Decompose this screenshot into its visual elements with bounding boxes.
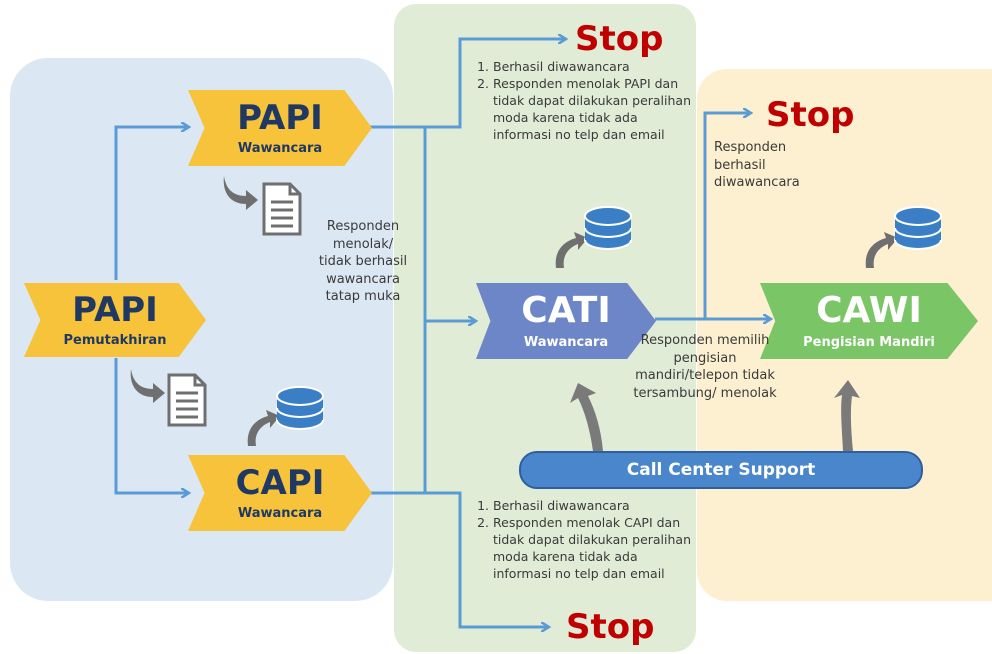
note-capi-outcomes: Berhasil diwawancara Responden menolak C… <box>473 497 693 582</box>
stop-top: Stop <box>575 19 664 59</box>
cati-subtitle: Wawancara <box>523 334 609 350</box>
call-center-support-bar: Call Center Support <box>519 451 923 489</box>
papi-wawancara-node: PAPI Wawancara <box>188 90 372 166</box>
note-capi-item-2: Responden menolak CAPI dan tidak dapat d… <box>493 514 693 582</box>
cawi-subtitle: Pengisian Mandiri <box>803 334 935 350</box>
arrow-to-papi <box>114 127 188 280</box>
papi-pemutakhiran-title: PAPI <box>72 289 158 330</box>
curved-arrow-icon <box>223 176 258 210</box>
papi-wawancara-subtitle: Wawancara <box>237 140 323 156</box>
arrow-papi-out <box>370 39 565 129</box>
capi-wawancara-node: CAPI Wawancara <box>188 455 372 531</box>
curved-arrow-icon <box>130 369 165 403</box>
database-icon <box>865 206 942 268</box>
papi-pemutakhiran-node: PAPI Pemutakhiran <box>24 283 206 357</box>
database-icon <box>247 386 324 446</box>
curved-arrow-icon <box>247 410 280 446</box>
papi-pemutakhiran-subtitle: Pemutakhiran <box>63 332 167 348</box>
note-cawi-success: Responden berhasil diwawancara <box>714 140 800 190</box>
stop-right: Stop <box>766 95 855 135</box>
cati-title: CATI <box>521 289 611 331</box>
arrow-capi-out <box>370 491 548 627</box>
call-center-support-label: Call Center Support <box>626 460 816 480</box>
cati-node: CATI Wawancara <box>476 283 656 359</box>
curved-arrow-icon <box>865 232 898 268</box>
support-arrow-cati <box>570 383 603 451</box>
note-papi-item-1: Berhasil diwawancara <box>493 58 693 75</box>
note-papi-outcomes: Berhasil diwawancara Responden menolak P… <box>473 58 693 143</box>
database-icon <box>555 206 632 268</box>
support-arrow-cawi <box>834 380 860 451</box>
curved-arrow-icon <box>555 232 588 268</box>
cawi-title: CAWI <box>816 289 922 331</box>
cawi-node: CAWI Pengisian Mandiri <box>760 283 978 359</box>
stop-bottom: Stop <box>566 607 655 647</box>
note-refused-face-to-face: Responden menolak/ tidak berhasil wawanc… <box>318 219 408 304</box>
arrow-to-capi <box>114 358 188 493</box>
arrow-cati-to-stop <box>703 113 750 319</box>
note-papi-item-2: Responden menolak PAPI dan tidak dapat d… <box>493 75 693 143</box>
capi-wawancara-title: CAPI <box>235 462 325 503</box>
document-icon <box>223 176 302 236</box>
note-capi-item-1: Berhasil diwawancara <box>493 497 693 514</box>
document-icon <box>130 369 207 427</box>
capi-wawancara-subtitle: Wawancara <box>237 505 323 521</box>
papi-wawancara-title: PAPI <box>237 97 323 138</box>
note-cati-to-cawi: Responden memilih pengisian mandiri/tele… <box>633 333 777 401</box>
